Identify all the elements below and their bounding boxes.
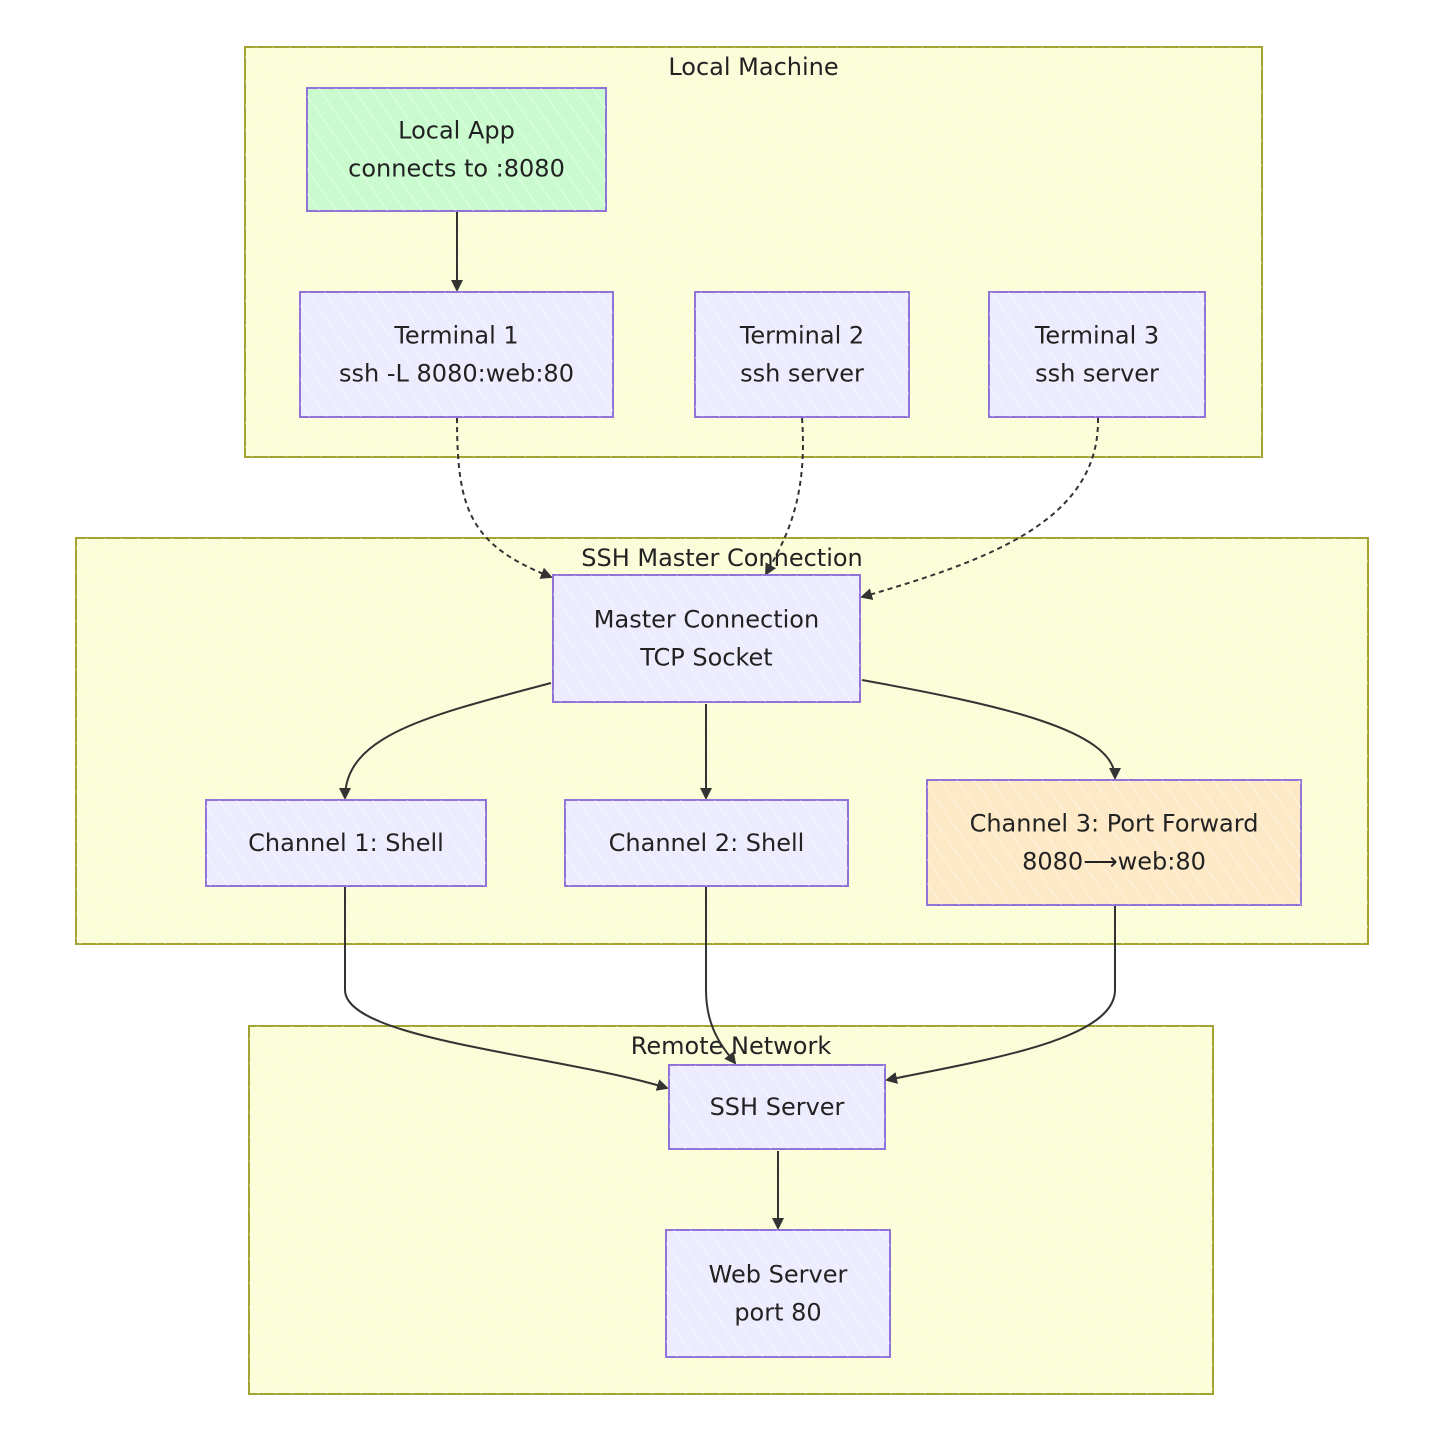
node-t3: Terminal 3 ssh server <box>988 291 1206 418</box>
edge-c2-to-ssh <box>705 887 737 1065</box>
node-c3-label-1: Channel 3: Port Forward <box>970 810 1259 838</box>
node-c1-hatch <box>206 800 486 886</box>
cluster-local-title: Local Machine <box>668 53 838 81</box>
node-web-label-1: Web Server <box>709 1261 848 1289</box>
node-t1: Terminal 1 ssh -L 8080:web:80 <box>299 291 614 418</box>
node-t3-label-1: Terminal 3 <box>1034 322 1159 350</box>
node-ssh: SSH Server <box>668 1064 886 1150</box>
node-mc-label-2: TCP Socket <box>639 644 772 672</box>
edge-t1-to-mc <box>456 417 553 579</box>
node-t3-label-2: ssh server <box>1035 360 1159 388</box>
edge-t3-to-mc <box>860 417 1100 600</box>
node-t1-label-2: ssh -L 8080:web:80 <box>339 360 574 388</box>
node-app-label-1: Local App <box>398 117 515 145</box>
edge-c3-to-ssh <box>885 906 1116 1084</box>
node-t1-hatch <box>300 292 613 417</box>
node-ssh-hatch <box>669 1065 885 1149</box>
node-web-label-2: port 80 <box>734 1299 821 1327</box>
node-c3-label-2: 8080⟶web:80 <box>1022 848 1206 876</box>
node-c2-label-1: Channel 2: Shell <box>609 829 805 857</box>
edges-layer <box>339 212 1121 1230</box>
node-mc-label-1: Master Connection <box>594 606 819 634</box>
node-c3: Channel 3: Port Forward 8080⟶web:80 <box>926 779 1302 906</box>
cluster-remote-title: Remote Network <box>631 1032 832 1060</box>
node-app-label-2: connects to :8080 <box>348 155 565 183</box>
node-t3-hatch <box>989 292 1205 417</box>
node-c2-hatch <box>565 800 848 886</box>
node-app: Local App connects to :8080 <box>306 87 607 212</box>
edge-mc-to-c1 <box>339 682 552 800</box>
node-mc-hatch <box>553 575 860 702</box>
edge-c1-to-ssh <box>344 887 669 1091</box>
node-web: Web Server port 80 <box>665 1229 891 1358</box>
node-t2: Terminal 2 ssh server <box>694 291 910 418</box>
node-ssh-label-1: SSH Server <box>710 1093 845 1121</box>
node-app-hatch <box>307 88 606 211</box>
node-c3-hatch <box>927 780 1301 905</box>
node-web-hatch <box>666 1230 890 1357</box>
node-t2-label-1: Terminal 2 <box>739 322 864 350</box>
node-t2-label-2: ssh server <box>740 360 864 388</box>
node-c1-label-1: Channel 1: Shell <box>248 829 444 857</box>
edge-mc-to-c3 <box>861 679 1121 780</box>
node-t1-label-1: Terminal 1 <box>393 322 518 350</box>
cluster-master-title: SSH Master Connection <box>581 544 863 572</box>
node-t2-hatch <box>695 292 909 417</box>
node-c1: Channel 1: Shell <box>205 799 487 887</box>
node-c2: Channel 2: Shell <box>564 799 849 887</box>
